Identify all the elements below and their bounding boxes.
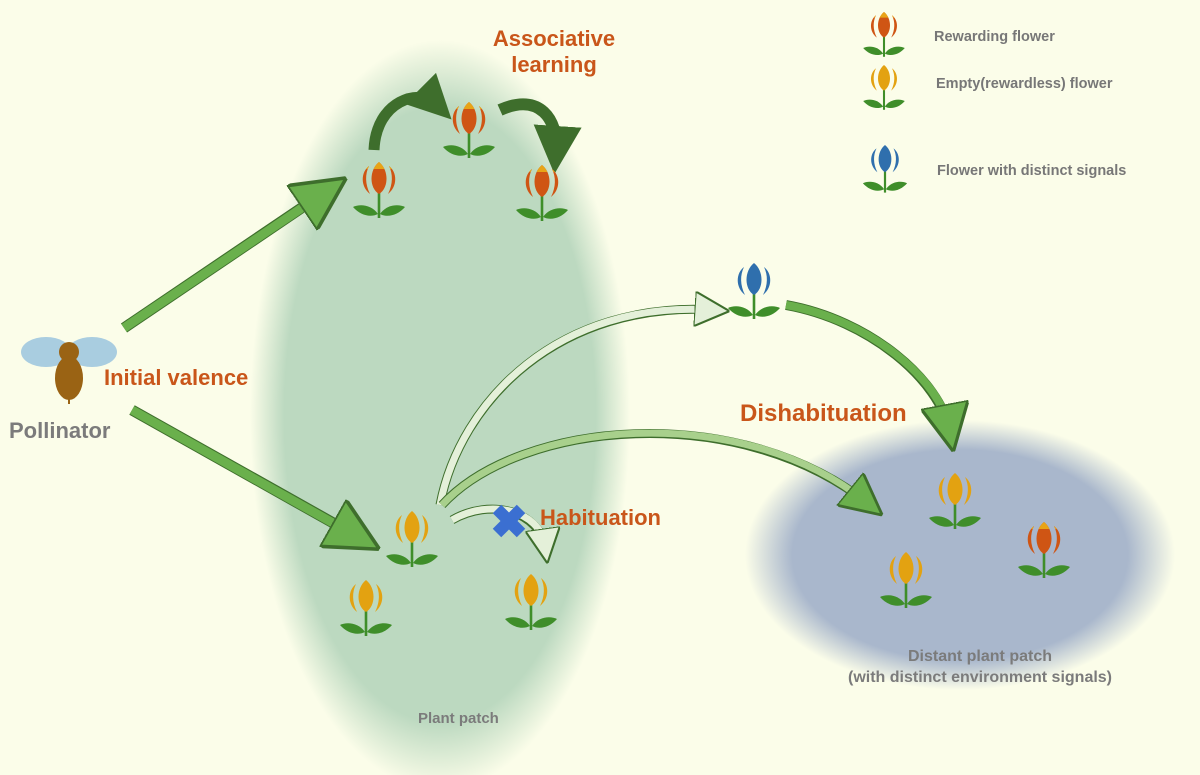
associative-arrow-2 bbox=[497, 98, 582, 174]
distant-flower-3 bbox=[1018, 522, 1070, 578]
arrow-to-associative bbox=[121, 193, 324, 332]
distant-patch-line2: (with distinct environment signals) bbox=[847, 669, 1113, 686]
habituation-flower-3 bbox=[505, 574, 557, 630]
distinct-signal-flower bbox=[728, 263, 780, 319]
habituation-flower-2 bbox=[340, 580, 392, 636]
distant-patch-line1: Distant plant patch bbox=[907, 648, 1052, 665]
arrow-to-distant-patch bbox=[439, 429, 866, 505]
associative-flower-2 bbox=[443, 102, 495, 158]
associative-arrow-1 bbox=[368, 72, 452, 151]
legend-label-empty: Empty(rewardless) flower bbox=[936, 76, 1113, 92]
legend-distinct-flower-icon bbox=[862, 145, 908, 193]
arrow-to-habituation bbox=[129, 406, 356, 536]
plant-patch-area bbox=[250, 40, 630, 775]
associative-line2: learning bbox=[511, 52, 597, 77]
associative-flower-1 bbox=[353, 162, 405, 218]
dishabituation-label: Dishabituation bbox=[740, 400, 907, 427]
dishabituation-arrow bbox=[785, 301, 949, 428]
legend-label-distinct: Flower with distinct signals bbox=[937, 163, 1127, 179]
initial-valence-label: Initial valence bbox=[104, 365, 249, 390]
distant-flower-2 bbox=[880, 552, 932, 608]
associative-line1: Associative bbox=[492, 26, 616, 51]
pollinator-label: Pollinator bbox=[9, 418, 111, 443]
legend-label-rewarding: Rewarding flower bbox=[934, 29, 1055, 45]
legend-empty-flower-icon bbox=[863, 65, 905, 110]
pollinator-bee-icon bbox=[21, 337, 117, 404]
legend-rewarding-flower-icon bbox=[863, 12, 905, 57]
habituation-flower-1 bbox=[386, 511, 438, 567]
habituation-label: Habituation bbox=[540, 505, 661, 530]
plant-patch-label: Plant patch bbox=[418, 710, 499, 727]
blocked-cross-icon bbox=[492, 504, 526, 538]
distant-flower-1 bbox=[929, 473, 981, 529]
associative-learning-label: Associative learning bbox=[484, 26, 624, 78]
associative-flower-3 bbox=[516, 165, 568, 221]
distant-patch-label: Distant plant patch (with distinct envir… bbox=[830, 646, 1130, 688]
pale-arrow-to-distinct bbox=[436, 309, 712, 506]
